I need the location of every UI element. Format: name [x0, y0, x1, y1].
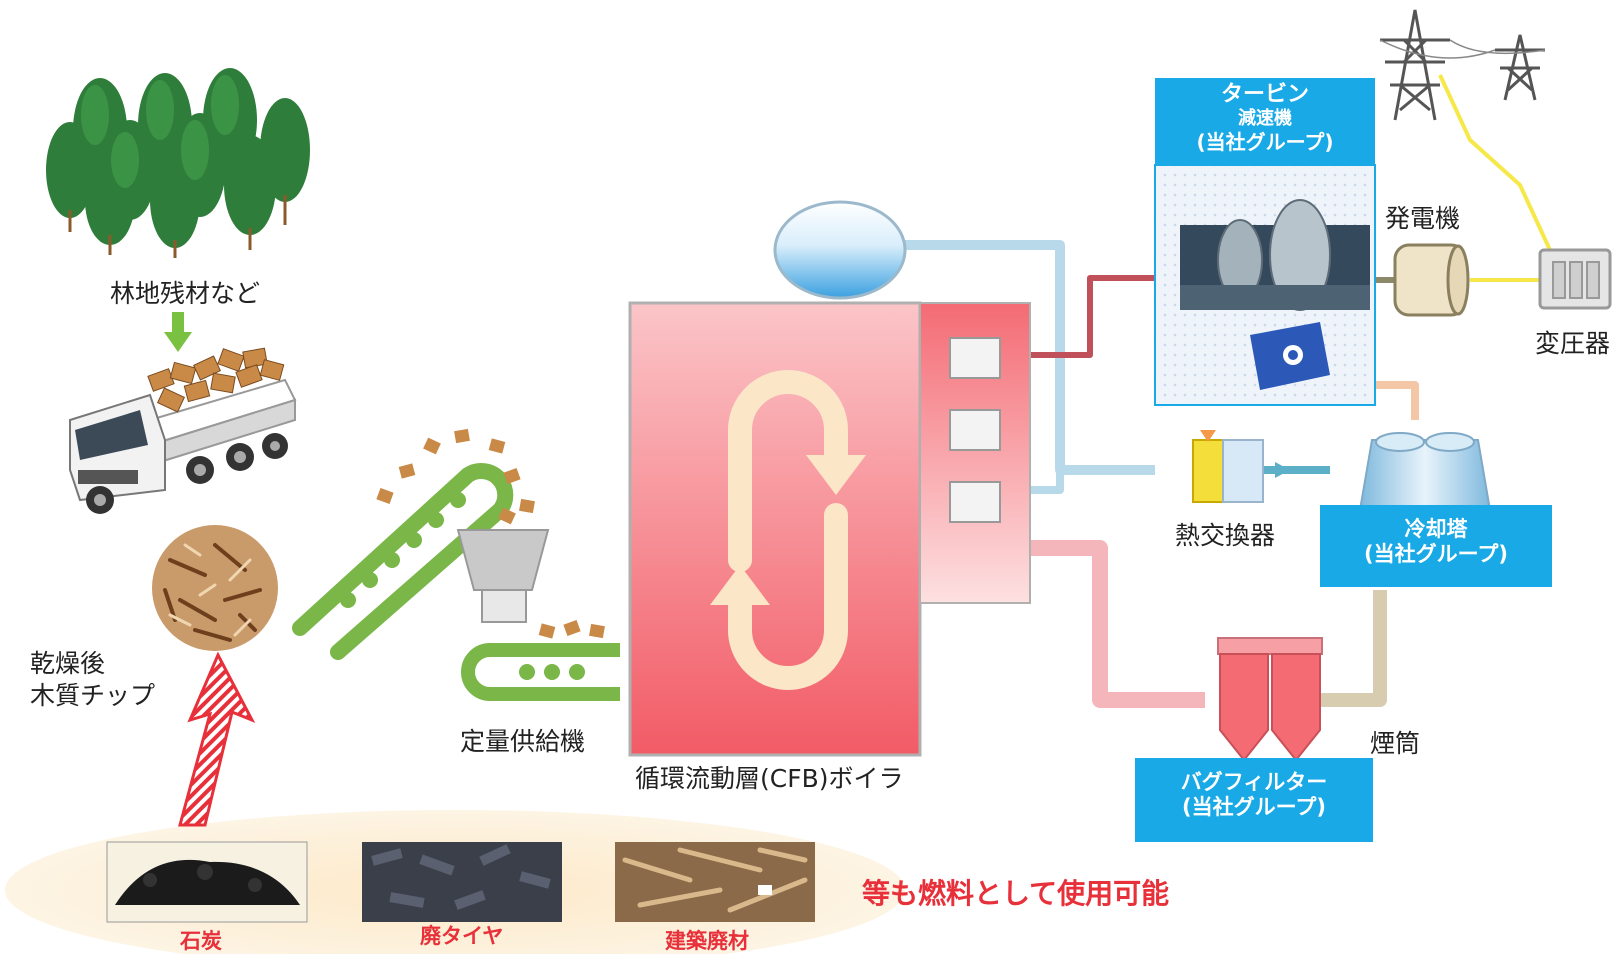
bag-filter-box-line2: (当社グループ): [1182, 795, 1326, 820]
forest-residue-label: 林地残材など: [110, 279, 261, 308]
alt-fuel-caption: 等も燃料として使用可能: [862, 877, 1170, 910]
transmission-tower-icon: [1380, 9, 1545, 121]
generator-icon: [1393, 243, 1470, 317]
turbine-box: タービン 減速機 (当社グループ): [1155, 78, 1375, 165]
steam-to-turbine-pipe: [975, 275, 1160, 358]
chimney-label: 煙筒: [1370, 729, 1421, 758]
transmission-wire: [1379, 39, 1546, 59]
bag-filter-icon: [1217, 637, 1323, 762]
cooling-tower-icon: [1358, 432, 1492, 511]
cooling-tower-box: 冷却塔 (当社グループ): [1320, 505, 1552, 587]
cooling-tower-box-line2: (当社グループ): [1364, 542, 1508, 567]
bag-filter-box-line1: バグフィルター: [1180, 770, 1328, 794]
turbine-box-line2: 減速機: [1238, 108, 1292, 130]
transformer-icon: [1538, 248, 1612, 310]
heat-exchanger-icon: [1192, 430, 1290, 503]
construction-waste-label: 建築廃材: [665, 929, 749, 953]
power-line: [1438, 74, 1552, 282]
waste-tire-image: [362, 842, 562, 922]
dried-chip-label-line1: 乾燥後: [30, 649, 106, 678]
truck-icon: [69, 347, 297, 514]
transformer-label: 変圧器: [1535, 329, 1611, 358]
turbine-icon: [1180, 199, 1370, 311]
coal-label: 石炭: [180, 929, 222, 953]
circulation-arrow-icon: [728, 370, 848, 690]
hopper-icon: [456, 529, 550, 623]
construction-waste-image: [615, 842, 815, 922]
bag-filter-box: バグフィルター (当社グループ): [1135, 758, 1373, 842]
waste-tire-label: 廃タイヤ: [420, 924, 504, 948]
turbine-box-line1: タービン: [1220, 82, 1309, 107]
steam-drum-icon: [773, 200, 907, 300]
red-up-arrow-icon: [178, 651, 256, 827]
feeder-conveyor-icon: [461, 619, 620, 701]
reduction-gear-icon: [1250, 322, 1330, 390]
dried-chip-label-line2: 木質チップ: [30, 681, 156, 710]
boiler-label: 循環流動層(CFB)ボイラ: [635, 764, 904, 793]
forest-icon: [46, 68, 310, 258]
turbine-box-line3: (当社グループ): [1196, 129, 1334, 154]
green-down-arrow-icon: [164, 312, 192, 352]
cooling-tower-box-line1: 冷却塔: [1404, 517, 1468, 541]
flue-gas-pipe: [1005, 540, 1205, 708]
coal-image: [106, 841, 308, 923]
heat-exchanger-label: 熱交換器: [1175, 521, 1276, 550]
circulation-arrowheads: [710, 455, 866, 605]
wood-chip-icon: [152, 525, 278, 651]
inclined-conveyor-icon: [292, 428, 535, 660]
heat-exchanger-tubes: [949, 337, 1001, 523]
generator-label: 発電機: [1385, 204, 1461, 233]
feeder-label: 定量供給機: [460, 727, 586, 756]
